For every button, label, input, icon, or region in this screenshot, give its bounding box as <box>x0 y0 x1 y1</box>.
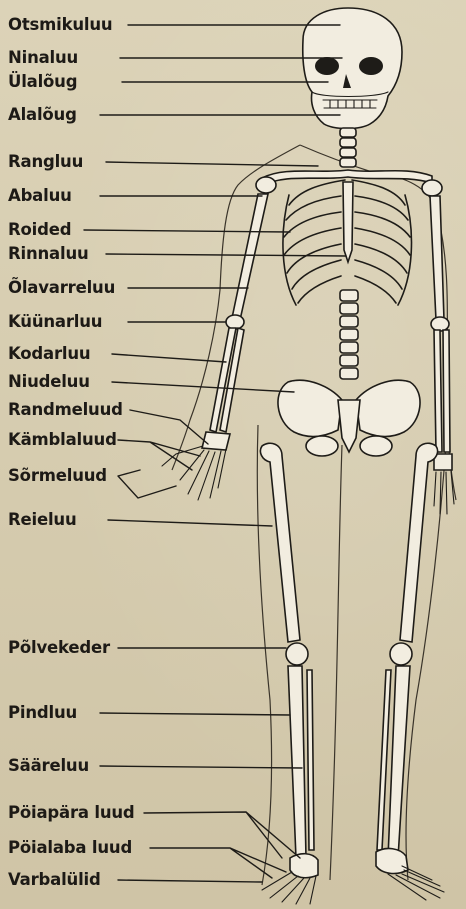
sternum <box>343 182 353 262</box>
label-rangluu: Rangluu <box>8 152 83 172</box>
label-varbalulid: Varbalülid <box>8 870 101 890</box>
leader-pindluu <box>100 713 290 715</box>
lumbar-spine <box>340 290 358 379</box>
label-polvekeder: Põlvekeder <box>8 638 110 658</box>
leader-randmeluud <box>130 410 208 444</box>
leader-poiapara <box>144 812 300 858</box>
label-rinnaluu: Rinnaluu <box>8 244 89 264</box>
label-reieluu: Reieluu <box>8 510 77 530</box>
ribcage <box>283 180 412 305</box>
label-niudeluu: Niudeluu <box>8 372 90 392</box>
leader-varbalulid <box>118 880 262 882</box>
label-kuunarluu: Küünarluu <box>8 312 102 332</box>
label-saareluu: Sääreluu <box>8 756 89 776</box>
label-poiapara-luud: Pöiapära luud <box>8 803 135 823</box>
leader-reieluu <box>108 520 272 526</box>
pelvis <box>278 380 420 456</box>
leader-poialaba <box>150 848 286 878</box>
skull <box>303 8 402 129</box>
leader-kamblaluud <box>118 440 200 470</box>
leg-right <box>376 443 444 900</box>
label-otsmikuluu: Otsmikuluu <box>8 15 112 35</box>
label-abaluu: Abaluu <box>8 186 72 206</box>
label-kamblaluud: Kämblaluud <box>8 430 117 450</box>
label-olavarreluu: Õlavarreluu <box>8 278 115 298</box>
leader-rangluu <box>106 162 318 166</box>
label-randmeluud: Randmeluud <box>8 400 123 420</box>
leader-sormeluud <box>118 470 176 498</box>
label-pindluu: Pindluu <box>8 703 77 723</box>
cervical-spine <box>340 128 356 167</box>
label-roided: Roided <box>8 220 71 240</box>
leader-niudeluu <box>112 382 294 392</box>
label-poialaba-luud: Pöialaba luud <box>8 838 132 858</box>
label-alaloug: Alalõug <box>8 105 77 125</box>
label-sormeluud: Sõrmeluud <box>8 466 107 486</box>
label-kodarluu: Kodarluu <box>8 344 90 364</box>
label-ninaluu: Ninaluu <box>8 48 78 68</box>
label-ulaloug: Ülalõug <box>8 72 77 92</box>
